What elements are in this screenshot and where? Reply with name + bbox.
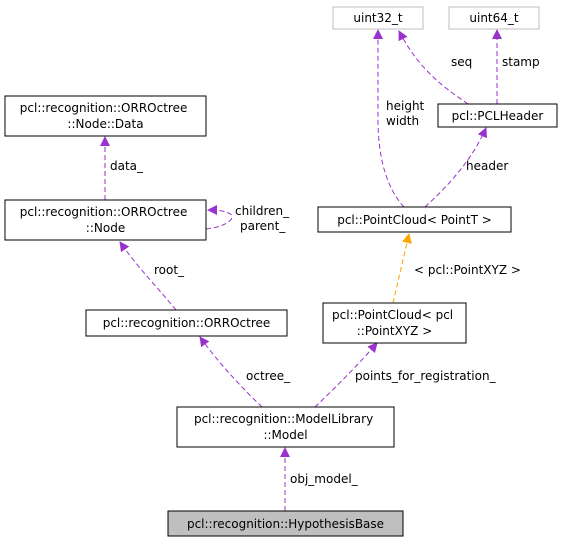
edge-label-data: data_: [110, 159, 144, 173]
node-uint64-t[interactable]: uint64_t: [448, 6, 540, 30]
edges: [100, 29, 502, 511]
edge-labels: seq stamp height width header data_ chil…: [110, 55, 540, 486]
svg-text:pcl::PCLHeader: pcl::PCLHeader: [452, 109, 544, 123]
edge-label-obj-model: obj_model_: [290, 472, 359, 486]
svg-text:pcl::PointCloud< PointT >: pcl::PointCloud< PointT >: [337, 213, 492, 227]
edge-height-width: [373, 29, 405, 208]
edge-label-header: header: [466, 159, 508, 173]
node-hypothesis-base[interactable]: pcl::recognition::HypothesisBase: [167, 510, 404, 537]
node-pcl-header[interactable]: pcl::PCLHeader: [437, 103, 558, 128]
edge-children-parent: [205, 205, 233, 230]
edge-label-points: points_for_registration_: [355, 369, 497, 383]
svg-text:pcl::recognition::ModelLibrary: pcl::recognition::ModelLibrary ::Model: [194, 412, 377, 442]
edge-label-template-arg: < pcl::PointXYZ >: [414, 263, 521, 277]
node-orroctree[interactable]: pcl::recognition::ORROctree: [85, 309, 288, 337]
node-uint32-t[interactable]: uint32_t: [332, 6, 424, 30]
edge-label-stamp: stamp: [502, 55, 540, 69]
node-orroctree-node-data[interactable]: pcl::recognition::ORROctree ::Node::Data: [4, 95, 207, 137]
edge-label-seq: seq: [451, 55, 472, 69]
edge-label-children-parent: children_ parent_: [235, 204, 293, 233]
edge-seq: [398, 30, 469, 105]
edge-root: [119, 241, 177, 311]
svg-text:pcl::recognition::ORROctree: pcl::recognition::ORROctree ::Node: [20, 205, 191, 235]
node-point-cloud-point-t[interactable]: pcl::PointCloud< PointT >: [317, 206, 512, 233]
svg-text:pcl::recognition::HypothesisBa: pcl::recognition::HypothesisBase: [187, 517, 384, 531]
svg-text:pcl::recognition::ORROctree: pcl::recognition::ORROctree ::Node::Data: [20, 101, 191, 131]
node-point-cloud-point-xyz[interactable]: pcl::PointCloud< pcl ::PointXYZ >: [322, 302, 467, 344]
node-model-library-model[interactable]: pcl::recognition::ModelLibrary ::Model: [176, 406, 395, 448]
edge-label-root: root_: [154, 263, 185, 277]
svg-text:pcl::recognition::ORROctree: pcl::recognition::ORROctree: [103, 316, 271, 330]
edge-points: [314, 342, 378, 408]
nodes: uint32_t uint64_t pcl::recognition::ORRO…: [4, 6, 558, 537]
edge-label-height-width: height width: [386, 99, 428, 128]
edge-template-arg: [392, 233, 412, 304]
edge-header: [424, 127, 487, 208]
node-orroctree-node[interactable]: pcl::recognition::ORROctree ::Node: [4, 199, 207, 241]
svg-text:uint32_t: uint32_t: [353, 11, 403, 25]
edge-octree: [199, 336, 263, 408]
svg-text:uint64_t: uint64_t: [469, 11, 519, 25]
svg-text:pcl::PointCloud< pcl :: pcl::PointCloud< pcl ::PointXYZ >: [332, 308, 457, 338]
edge-label-octree: octree_: [246, 369, 291, 383]
